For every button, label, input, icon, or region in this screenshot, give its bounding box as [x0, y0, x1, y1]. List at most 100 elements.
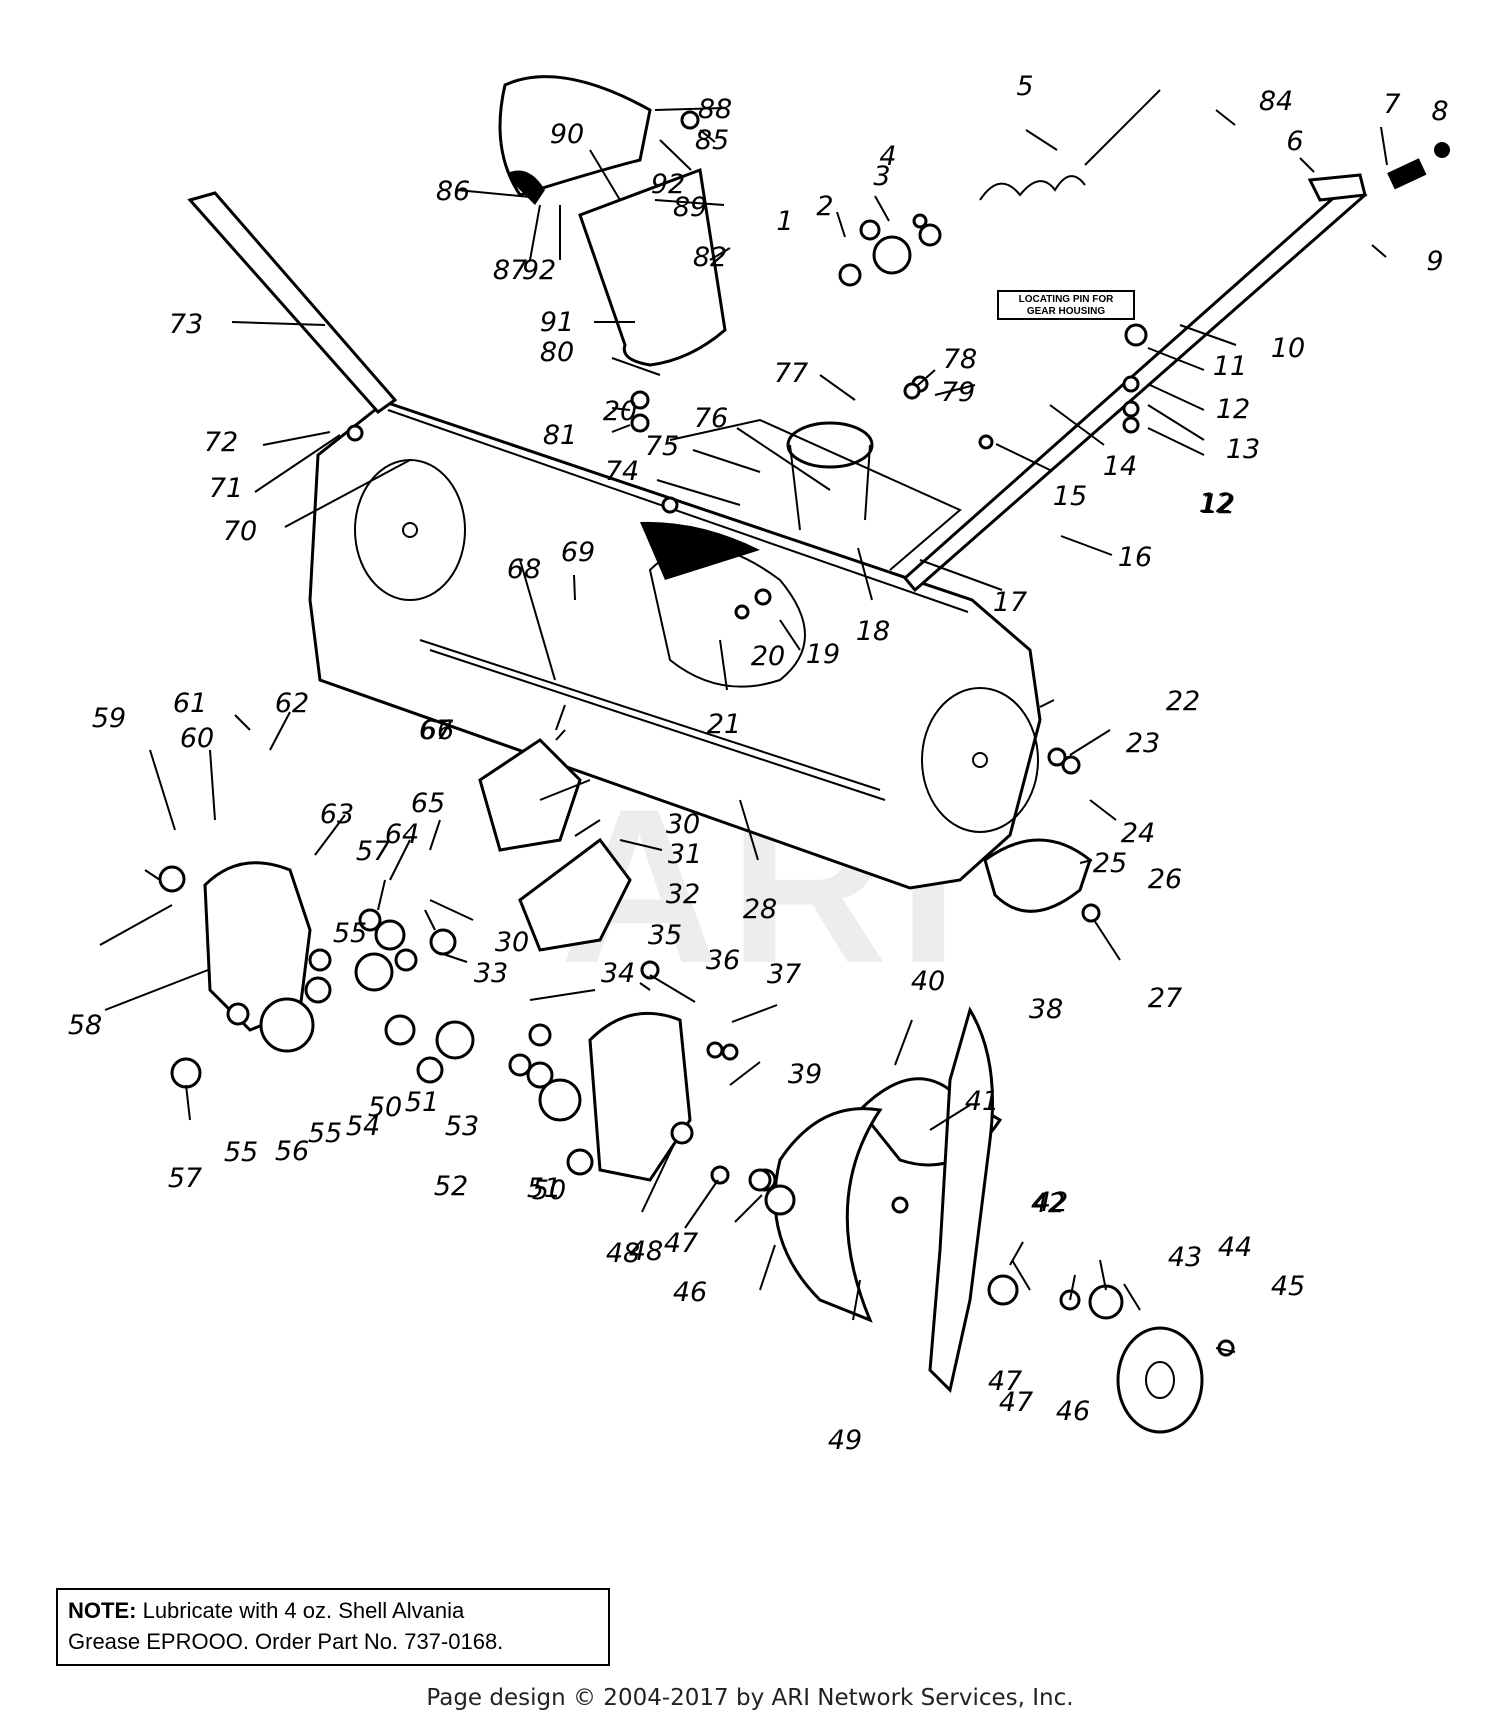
callout-26: 26: [1148, 864, 1182, 895]
discharge-chute: [498, 75, 727, 367]
callout-57: 57: [356, 836, 390, 867]
callout-50: 50: [532, 1175, 566, 1206]
callout-50: 50: [368, 1092, 402, 1123]
callout-28: 28: [743, 894, 777, 925]
callout-35: 35: [648, 920, 682, 951]
impeller-assembly: [478, 738, 1003, 1393]
callout-21: 21: [707, 709, 741, 740]
callout-85: 85: [695, 125, 729, 156]
callout-48: 48: [629, 1236, 663, 1267]
callout-12: 12: [1199, 488, 1233, 519]
callout-4: 4: [879, 141, 896, 172]
callout-82: 82: [693, 242, 727, 273]
callout-24: 24: [1121, 818, 1155, 849]
callout-15: 15: [1053, 481, 1087, 512]
callout-91: 91: [540, 307, 574, 338]
skid-shoe: [983, 838, 1092, 913]
callout-76: 76: [694, 403, 728, 434]
note-line-1: Lubricate with 4 oz. Shell Alvania: [142, 1598, 465, 1623]
callout-46: 46: [673, 1277, 707, 1308]
callout-68: 68: [507, 554, 541, 585]
callout-66: 66: [420, 715, 454, 746]
handle-bar: [187, 191, 398, 414]
callout-60: 60: [180, 723, 214, 754]
note-line-2: Grease EPROOO. Order Part No. 737-0168.: [68, 1629, 504, 1654]
callout-47: 47: [999, 1387, 1033, 1418]
callout-11: 11: [1213, 351, 1247, 382]
callout-36: 36: [706, 945, 740, 976]
callout-54: 54: [346, 1111, 380, 1142]
callout-41: 41: [965, 1086, 999, 1117]
callout-69: 69: [561, 537, 595, 568]
callout-61: 61: [173, 688, 207, 719]
note-heading: NOTE:: [68, 1598, 137, 1623]
callout-31: 31: [668, 839, 702, 870]
worm-shaft: [838, 89, 1161, 287]
callout-47: 47: [988, 1366, 1022, 1397]
callout-9: 9: [1426, 246, 1443, 277]
callout-10: 10: [1271, 333, 1305, 364]
callout-30: 30: [666, 809, 700, 840]
callout-47: 47: [664, 1228, 698, 1259]
callout-57: 57: [168, 1163, 202, 1194]
callout-39: 39: [788, 1059, 822, 1090]
callout-30: 30: [495, 927, 529, 958]
chute-base: [669, 418, 962, 571]
callout-23: 23: [1126, 728, 1160, 759]
callout-74: 74: [605, 456, 639, 487]
callout-67: 67: [419, 715, 453, 746]
callout-42: 42: [1034, 1187, 1068, 1218]
callout-44: 44: [1218, 1232, 1252, 1263]
callout-18: 18: [856, 616, 890, 647]
callout-90: 90: [550, 119, 584, 150]
callout-14: 14: [1103, 451, 1137, 482]
bearing-housing: [1116, 1326, 1204, 1434]
callout-84: 84: [1259, 86, 1293, 117]
callout-46: 46: [1056, 1396, 1090, 1427]
callout-27: 27: [1148, 983, 1182, 1014]
callout-19: 19: [806, 639, 840, 670]
callout-34: 34: [601, 958, 635, 989]
auger-housing: [308, 400, 1042, 890]
callout-45: 45: [1271, 1271, 1305, 1302]
callout-51: 51: [527, 1173, 561, 1204]
callout-53: 53: [445, 1111, 479, 1142]
callout-7: 7: [1383, 89, 1400, 120]
hardware: [158, 110, 1235, 1357]
callout-12: 12: [1216, 394, 1250, 425]
locating-pin-label-line1: LOCATING PIN FOR: [1018, 294, 1114, 305]
callout-56: 56: [275, 1136, 309, 1167]
callout-1: 1: [776, 206, 793, 237]
callout-51: 51: [405, 1087, 439, 1118]
callout-5: 5: [1016, 71, 1033, 102]
callout-49: 49: [828, 1425, 862, 1456]
callout-42: 42: [1031, 1188, 1065, 1219]
callout-17: 17: [993, 587, 1027, 618]
callout-64: 64: [385, 819, 419, 850]
callout-81: 81: [543, 420, 577, 451]
callout-16: 16: [1118, 542, 1152, 573]
callout-12: 12: [1201, 489, 1235, 520]
callout-25: 25: [1093, 848, 1127, 879]
callout-71: 71: [209, 473, 243, 504]
callout-77: 77: [774, 358, 808, 389]
callout-22: 22: [1166, 686, 1200, 717]
callout-78: 78: [943, 344, 977, 375]
callout-48: 48: [606, 1238, 640, 1269]
callout-73: 73: [169, 309, 203, 340]
callout-58: 58: [68, 1010, 102, 1041]
callout-33: 33: [474, 958, 508, 989]
gear-housing: [203, 861, 692, 1182]
callout-20: 20: [751, 641, 785, 672]
callout-80: 80: [540, 337, 574, 368]
callout-6: 6: [1286, 126, 1303, 157]
callout-43: 43: [1168, 1242, 1202, 1273]
callout-86: 86: [436, 176, 470, 207]
callout-92: 92: [651, 169, 685, 200]
crank-rod: [902, 142, 1450, 593]
callout-38: 38: [1029, 994, 1063, 1025]
callout-55: 55: [224, 1137, 258, 1168]
footer-copyright: Page design © 2004-2017 by ARI Network S…: [426, 1685, 1074, 1711]
